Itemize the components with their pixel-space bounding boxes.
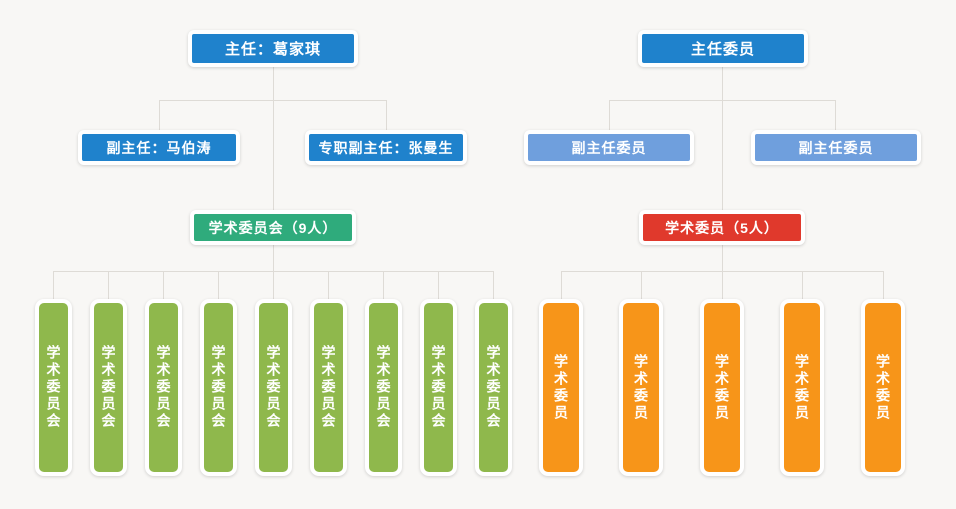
left-deputy-drop-1 — [159, 100, 160, 130]
right-root-node[interactable]: 主任委员 — [638, 30, 808, 67]
left-deputy-label-1: 副主任：马伯涛 — [106, 139, 212, 156]
right-member-drop-1 — [561, 271, 562, 299]
right-member-chip-2[interactable]: 学术委员 — [619, 299, 663, 476]
left-member-chip-4[interactable]: 学术委员会 — [200, 299, 237, 476]
right-member-label-5: 学术委员 — [875, 353, 891, 422]
right-deputy-label-1: 副主任委员 — [571, 139, 647, 156]
left-deputy-label-2: 专职副主任：张曼生 — [318, 139, 454, 156]
right-member-drop-3 — [722, 271, 723, 299]
right-deputy-node-1[interactable]: 副主任委员 — [524, 130, 694, 165]
left-member-drop-4 — [218, 271, 219, 299]
left-member-label-2: 学术委员会 — [100, 345, 117, 430]
left-member-drop-5 — [273, 271, 274, 299]
left-member-stem — [273, 245, 274, 272]
left-member-drop-6 — [328, 271, 329, 299]
left-member-chip-3[interactable]: 学术委员会 — [145, 299, 182, 476]
left-member-drop-2 — [108, 271, 109, 299]
right-deputy-drop-2 — [835, 100, 836, 130]
left-member-chip-9[interactable]: 学术委员会 — [475, 299, 512, 476]
right-member-label-2: 学术委员 — [633, 353, 649, 422]
left-member-label-5: 学术委员会 — [265, 345, 282, 430]
left-member-drop-9 — [493, 271, 494, 299]
left-member-chip-5[interactable]: 学术委员会 — [255, 299, 292, 476]
left-root-stem — [273, 66, 274, 101]
left-member-chip-2[interactable]: 学术委员会 — [90, 299, 127, 476]
left-deputy-drop-2 — [386, 100, 387, 130]
left-member-drop-7 — [383, 271, 384, 299]
right-group-label: 学术委员（5人） — [665, 219, 779, 236]
right-deputy-node-2[interactable]: 副主任委员 — [751, 130, 921, 165]
right-member-drop-2 — [641, 271, 642, 299]
left-member-drop-1 — [53, 271, 54, 299]
right-member-label-3: 学术委员 — [714, 353, 730, 422]
left-member-label-9: 学术委员会 — [485, 345, 502, 430]
left-group-label: 学术委员会（9人） — [208, 219, 338, 236]
left-member-drop-3 — [163, 271, 164, 299]
right-root-label: 主任委员 — [690, 41, 755, 58]
right-member-label-4: 学术委员 — [794, 353, 810, 422]
right-member-drop-4 — [802, 271, 803, 299]
right-group-node[interactable]: 学术委员（5人） — [639, 210, 805, 245]
left-member-label-1: 学术委员会 — [45, 345, 62, 430]
right-member-label-1: 学术委员 — [553, 353, 569, 422]
left-member-chip-6[interactable]: 学术委员会 — [310, 299, 347, 476]
left-member-label-8: 学术委员会 — [430, 345, 447, 430]
right-deputy-drop-1 — [609, 100, 610, 130]
left-root-node[interactable]: 主任：葛家琪 — [188, 30, 358, 67]
left-member-label-4: 学术委员会 — [210, 345, 227, 430]
left-member-drop-8 — [438, 271, 439, 299]
left-deputy-node-2[interactable]: 专职副主任：张曼生 — [305, 130, 467, 165]
left-deputy-node-1[interactable]: 副主任：马伯涛 — [78, 130, 240, 165]
right-group-stem — [722, 100, 723, 210]
right-deputy-label-2: 副主任委员 — [798, 139, 874, 156]
right-member-drop-5 — [883, 271, 884, 299]
left-group-node[interactable]: 学术委员会（9人） — [190, 210, 356, 245]
right-member-chip-1[interactable]: 学术委员 — [539, 299, 583, 476]
left-member-label-6: 学术委员会 — [320, 345, 337, 430]
left-group-stem — [273, 100, 274, 210]
left-member-label-7: 学术委员会 — [375, 345, 392, 430]
right-member-chip-5[interactable]: 学术委员 — [861, 299, 905, 476]
left-member-chip-8[interactable]: 学术委员会 — [420, 299, 457, 476]
left-root-label: 主任：葛家琪 — [224, 41, 321, 58]
right-member-chip-3[interactable]: 学术委员 — [700, 299, 744, 476]
left-member-chip-1[interactable]: 学术委员会 — [35, 299, 72, 476]
right-member-stem — [722, 245, 723, 272]
left-member-label-3: 学术委员会 — [155, 345, 172, 430]
left-member-chip-7[interactable]: 学术委员会 — [365, 299, 402, 476]
right-root-stem — [722, 66, 723, 101]
right-member-chip-4[interactable]: 学术委员 — [780, 299, 824, 476]
